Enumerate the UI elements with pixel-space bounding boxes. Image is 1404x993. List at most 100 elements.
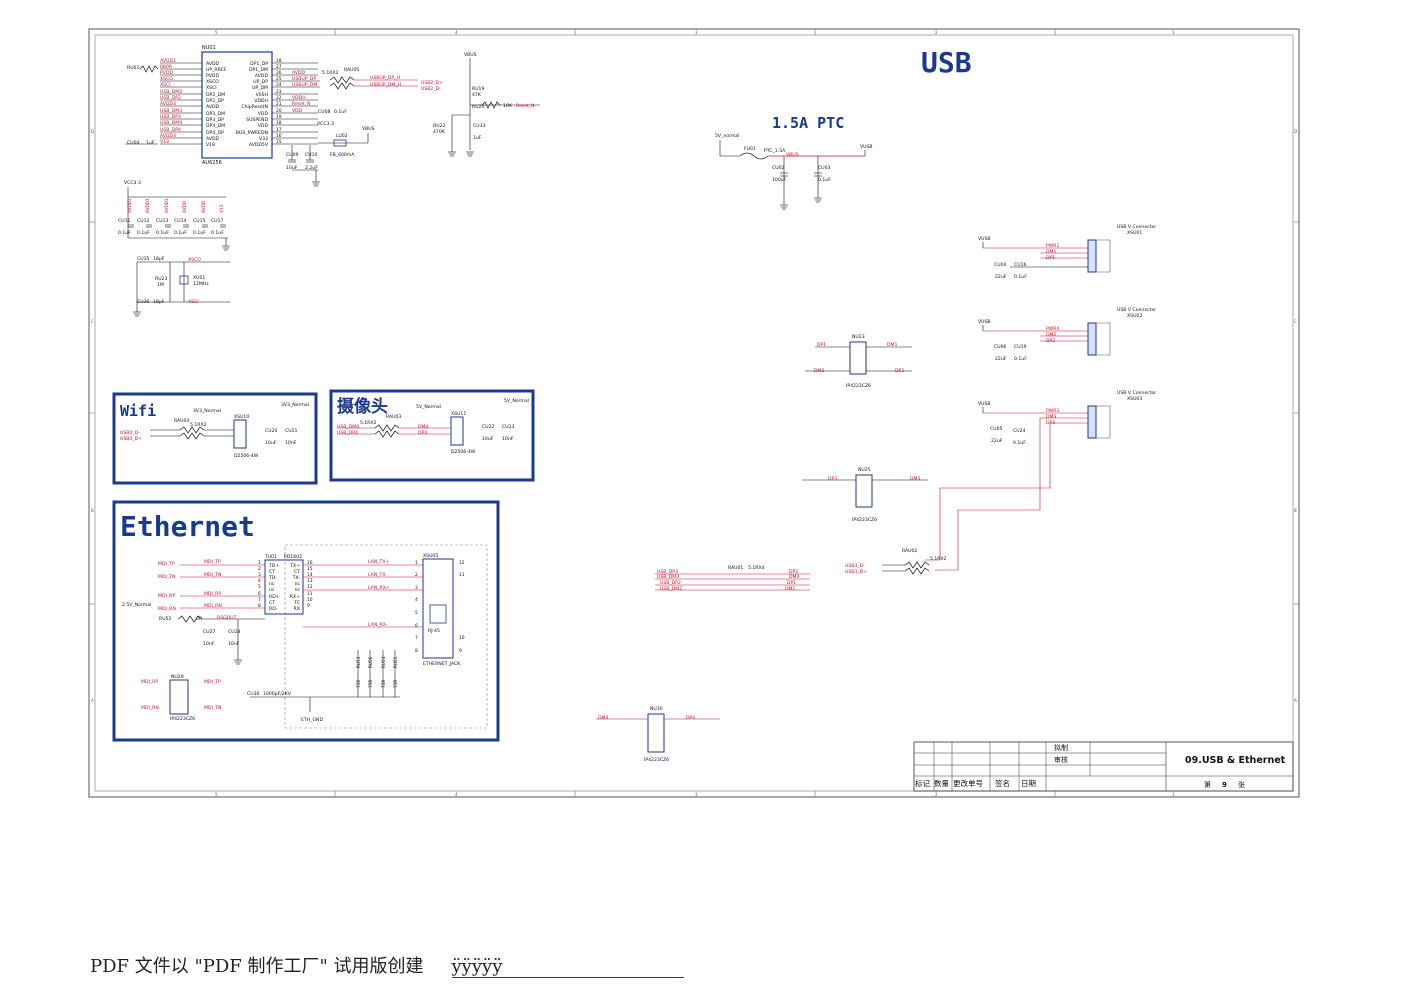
section-title-ethernet: Ethernet — [120, 510, 255, 543]
inductor-value: FB_600mA — [330, 152, 355, 158]
inductor-ref: LU02 — [336, 133, 348, 139]
svg-text:CU23: CU23 — [502, 424, 514, 430]
cap-value: 0.1uF — [1013, 440, 1026, 446]
zone-letter: D — [91, 129, 94, 134]
resistor-value: 47K — [472, 92, 482, 98]
zone-letter: C — [91, 319, 94, 324]
svg-text:10nF: 10nF — [502, 436, 514, 442]
cap-value: 18pF — [153, 256, 165, 262]
svg-text:USB_DP4: USB_DP4 — [160, 127, 181, 133]
cap-ref: CU33 — [473, 123, 485, 129]
cap-nets: AVDD1 AVDD3 AVDD3 AVDD AVDD V33 — [127, 198, 224, 213]
svg-text:2: 2 — [415, 572, 418, 578]
svg-text:3V3_Normal: 3V3_Normal — [281, 402, 309, 408]
svg-text:XSU05: XSU05 — [423, 553, 438, 559]
svg-text:IP4223CZ6: IP4223CZ6 — [644, 757, 669, 763]
svg-text:USB0_D-: USB0_D- — [120, 430, 140, 436]
cap-ref: CU06 — [994, 344, 1006, 350]
svg-text:0.1uF: 0.1uF — [156, 230, 169, 236]
connector-ref: XSU02 — [1127, 313, 1142, 319]
reset-circuit: VBUS RU19 47K RU20 10K Reset_N RU22 470K… — [433, 52, 540, 157]
resistor-symbol — [329, 76, 355, 84]
power-label: VUSB — [860, 144, 873, 150]
svg-text:DP1: DP1 — [787, 580, 796, 586]
svg-text:USB0_D+: USB0_D+ — [120, 436, 142, 442]
svg-text:RU52: RU52 — [159, 616, 171, 622]
zone-letter: A — [1294, 698, 1297, 703]
svg-text:7: 7 — [258, 597, 261, 603]
port-label: USB2_D- — [421, 86, 441, 92]
cap-ref: CU04 — [127, 140, 139, 146]
svg-text:12: 12 — [459, 560, 465, 566]
svg-text:14: 14 — [307, 572, 313, 578]
resistor-value: 1M — [157, 282, 164, 288]
svg-text:75R: 75R — [393, 680, 398, 688]
ic-body — [201, 51, 273, 159]
svg-text:16: 16 — [276, 133, 282, 139]
svg-text:RAU04: RAU04 — [174, 418, 189, 424]
svg-text:5: 5 — [415, 610, 418, 616]
svg-text:12: 12 — [307, 584, 313, 590]
fuse-ref: FU01 — [744, 146, 756, 152]
svg-text:RJ-45: RJ-45 — [428, 628, 440, 634]
svg-text:DP4: DP4 — [418, 430, 427, 436]
connector-title: USB V Connector — [1117, 224, 1156, 230]
svg-text:10nF: 10nF — [285, 440, 297, 446]
svg-text:75R: 75R — [368, 680, 373, 688]
svg-text:日期: 日期 — [1021, 779, 1036, 788]
svg-text:nc: nc — [269, 582, 275, 587]
svg-text:DM3: DM3 — [910, 476, 921, 482]
section-title-wifi: Wifi — [120, 402, 156, 420]
power-label: VUSB — [978, 401, 991, 407]
cap-symbols — [288, 145, 320, 187]
svg-text:0R: 0R — [196, 616, 203, 622]
svg-text:DM4: DM4 — [598, 715, 609, 721]
power-label: 5V_normal — [715, 133, 739, 139]
zone-num: 3 — [695, 30, 698, 35]
ic-right-nets: AVDD USBUP_DP USBUP_DM VDDH Reset_N VDD … — [292, 70, 334, 127]
svg-text:18: 18 — [276, 120, 282, 126]
svg-text:RD+: RD+ — [269, 594, 280, 600]
svg-text:审核: 审核 — [1054, 755, 1068, 764]
svg-text:MDI_RN: MDI_RN — [158, 606, 176, 612]
net-label: DM3 — [1046, 414, 1057, 420]
svg-text:DM1: DM1 — [887, 342, 898, 348]
svg-text:0.1uF: 0.1uF — [193, 230, 206, 236]
svg-text:MDI_RP: MDI_RP — [204, 591, 221, 597]
svg-text:CU11: CU11 — [118, 218, 130, 224]
net-label: DM1 — [1046, 249, 1057, 255]
decoupling-caps: VCC3.3 AVDD1 AVDD3 AVDD3 AVDD AVDD V33 C… — [118, 180, 230, 317]
svg-text:RAU02: RAU02 — [902, 548, 917, 554]
zone-letter: D — [1294, 129, 1297, 134]
connector-title: USB V Connector — [1117, 307, 1156, 313]
svg-text:RU55: RU55 — [393, 656, 398, 668]
svg-text:AVDD: AVDD — [201, 201, 206, 213]
svg-text:TD+: TD+ — [268, 563, 279, 569]
svg-text:RSGOUT: RSGOUT — [217, 615, 237, 621]
svg-text:4: 4 — [415, 597, 418, 603]
net-label: DP1 — [1046, 255, 1055, 261]
svg-text:CU28: CU28 — [228, 629, 240, 635]
svg-text:UP_DP: UP_DP — [253, 79, 268, 85]
zone-num: 1 — [1172, 30, 1175, 35]
svg-text:MDI_TN: MDI_TN — [204, 572, 221, 578]
zone-labels: 5 4 3 2 1 5 4 3 2 1 D C B A D C B A — [91, 30, 1297, 797]
resistor-value: 470K — [433, 129, 446, 135]
svg-text:nc: nc — [269, 588, 275, 593]
usb-connector-1: USB V Connector XSU01 VUSB PWR1 DM1 DP1 … — [978, 224, 1156, 280]
svg-text:V18: V18 — [160, 139, 169, 145]
svg-text:USBUP_DP: USBUP_DP — [292, 76, 316, 82]
section-title-camera: 摄像头 — [337, 396, 388, 417]
title-block: 拟制 审核 标记 数量 更改单号 签名 日期 09.USB & Ethernet… — [913, 741, 1294, 792]
svg-text:USB_DP2: USB_DP2 — [660, 580, 681, 586]
svg-text:21: 21 — [276, 101, 282, 107]
svg-text:13: 13 — [307, 578, 313, 584]
svg-text:DM2: DM2 — [814, 368, 825, 374]
svg-text:DP1: DP1 — [817, 342, 826, 348]
svg-text:0.1uF: 0.1uF — [118, 230, 131, 236]
svg-text:UP_DM: UP_DM — [252, 85, 268, 91]
svg-text:TU01: TU01 — [264, 554, 277, 560]
svg-text:1: 1 — [415, 560, 418, 566]
